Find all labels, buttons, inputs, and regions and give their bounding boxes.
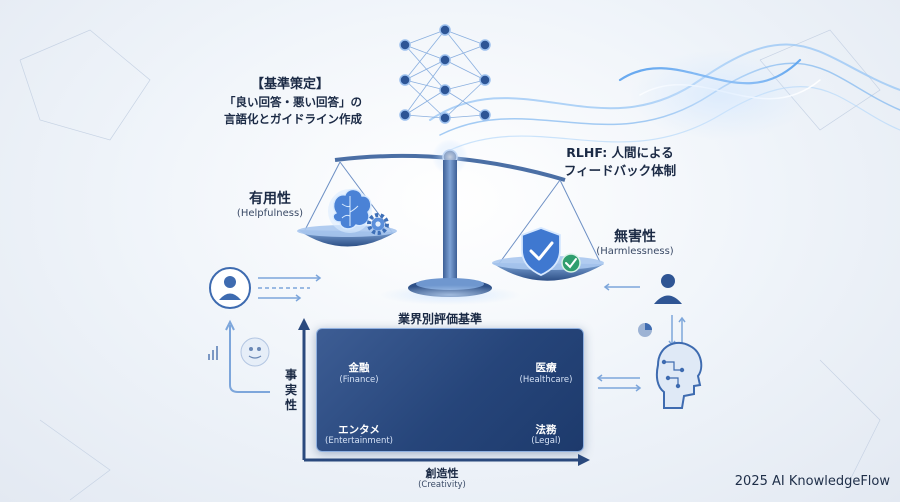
gear-icon	[367, 213, 389, 235]
harmlessness-label-en: (Harmlessness)	[596, 246, 674, 257]
shield-check-icon	[521, 227, 561, 276]
neural-network-icon	[399, 24, 491, 124]
quadrant-legal-label: 法務	[535, 424, 557, 436]
footer-credit: 2025 AI KnowledgeFlow	[734, 474, 890, 489]
bar-mini-icon	[208, 346, 218, 360]
harmlessness-label: 無害性	[614, 229, 656, 245]
x-axis-label: 創造性	[425, 467, 459, 480]
quadrant-finance-label: 金融	[348, 362, 370, 374]
pie-mini-icon	[638, 323, 652, 337]
matrix-title: 業界別評価基準	[397, 312, 482, 326]
criteria-description-line1: 「良い回答・悪い回答」の	[224, 95, 362, 109]
check-badge-icon	[561, 253, 581, 273]
criteria-description-line2: 言語化とガイドライン作成	[224, 112, 362, 126]
quadrant-entertainment-label-en: (Entertainment)	[325, 436, 393, 446]
user-icon	[209, 267, 251, 309]
quadrant-legal-label-en: (Legal)	[531, 436, 561, 446]
helpfulness-label: 有用性	[249, 191, 291, 207]
ai-head-icon	[655, 341, 703, 409]
quadrant-entertainment-label: エンタメ	[338, 424, 380, 436]
quadrant-healthcare-label-en: (Healthcare)	[519, 375, 573, 385]
rlhf-label-line2: フィードバック体制	[563, 163, 677, 178]
x-axis-label-en: (Creativity)	[418, 480, 466, 490]
reviewer-icon	[654, 274, 682, 304]
industry-matrix	[316, 328, 584, 452]
rlhf-label-line1: RLHF: 人間による	[566, 145, 674, 160]
page-title: 【基準策定】	[250, 77, 329, 92]
helpfulness-label-en: (Helpfulness)	[236, 208, 304, 219]
quadrant-healthcare-label: 医療	[535, 362, 557, 374]
feedback-arrows-left	[258, 274, 322, 302]
quadrant-finance-label-en: (Finance)	[339, 375, 379, 385]
y-axis-label: 事実性	[284, 368, 297, 412]
matrix-axes	[298, 318, 590, 466]
flow-arrow-left	[229, 325, 270, 393]
feedback-arrows-right	[596, 283, 686, 392]
assistant-icon	[240, 337, 270, 367]
brain-icon	[328, 188, 372, 233]
